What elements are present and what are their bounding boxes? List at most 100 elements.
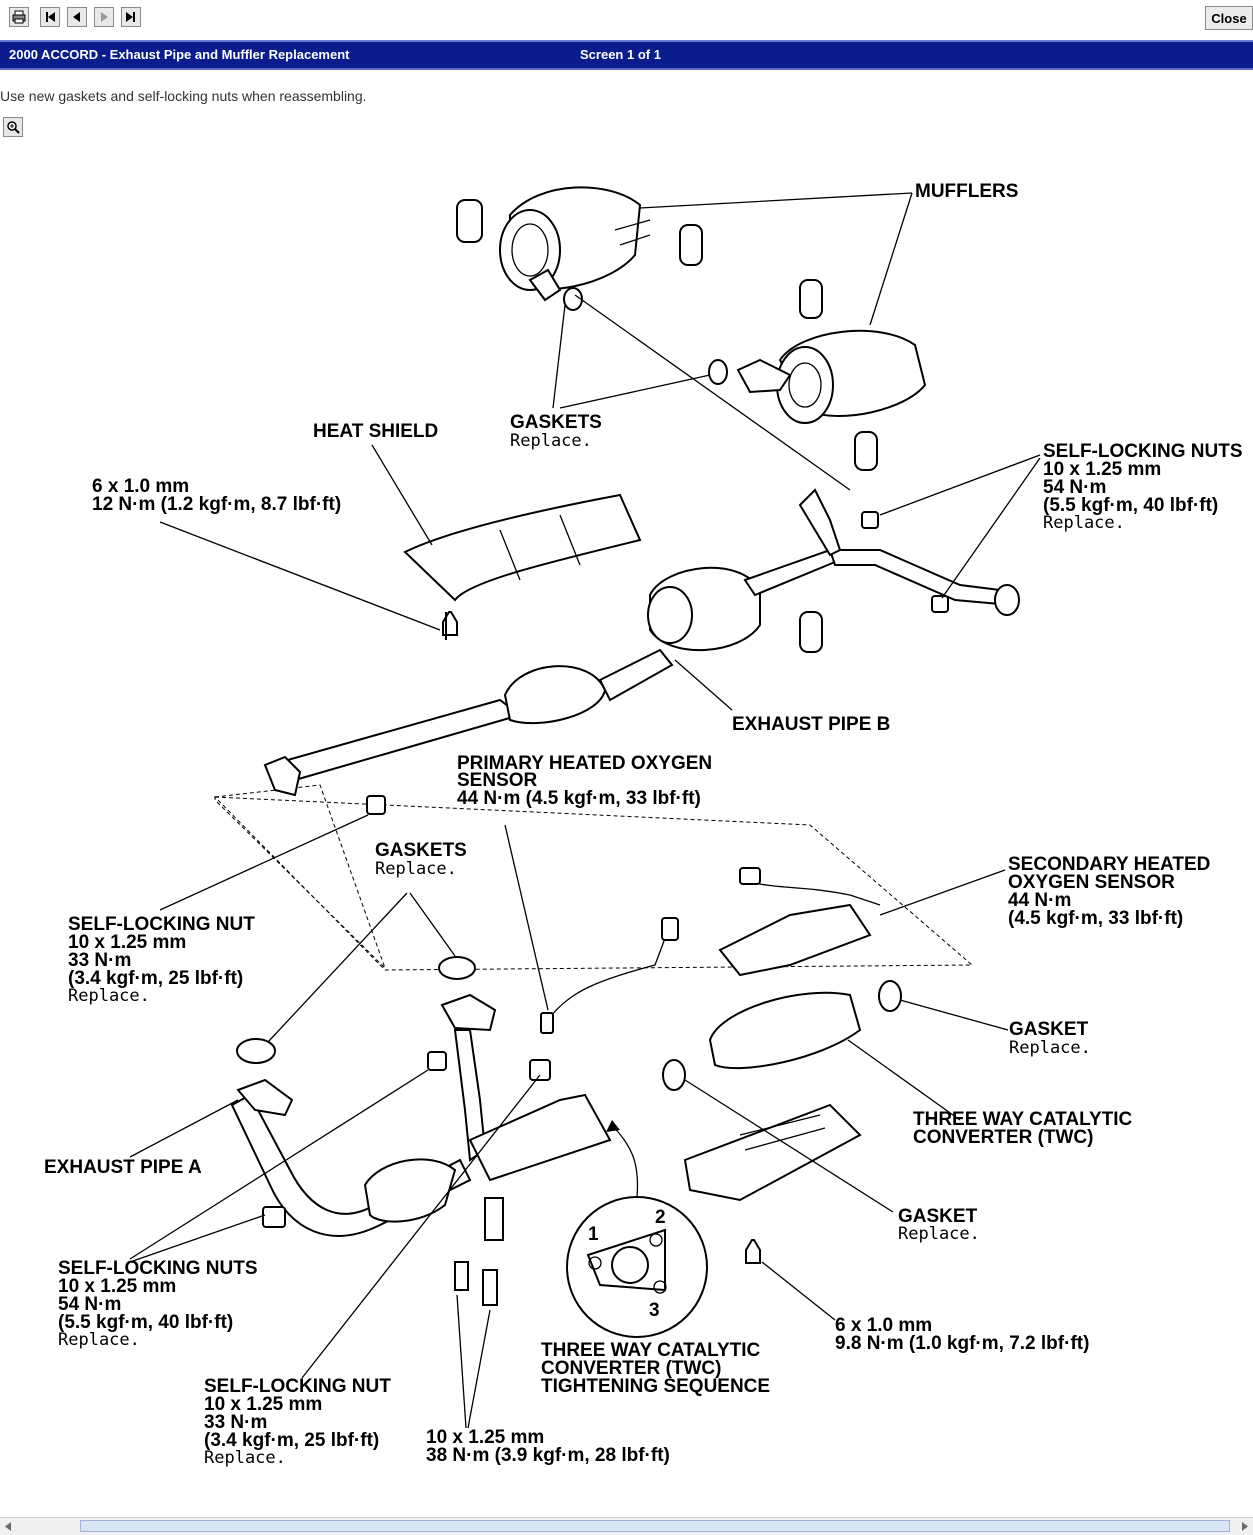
- leader-lines: [129, 192, 1041, 1429]
- sequence-number-3: 3: [649, 1300, 660, 1321]
- label-secondary-sensor-torque1: 44 N·m: [1008, 890, 1071, 911]
- print-button[interactable]: [9, 7, 29, 27]
- label-nuts-top: SELF-LOCKING NUTS: [1043, 441, 1243, 462]
- title-bar: 2000 ACCORD - Exhaust Pipe and Muffler R…: [0, 40, 1253, 70]
- hanger-rubbers-top: [456, 199, 878, 653]
- label-gasket-lower: GASKET: [898, 1206, 978, 1227]
- label-nuts-top-torque1: 54 N·m: [1043, 477, 1106, 498]
- next-page-button[interactable]: [94, 7, 114, 27]
- label-secondary-sensor-torque2: (4.5 kgf·m, 33 lbf·ft): [1008, 908, 1183, 929]
- note-nuts-top: Replace.: [1043, 513, 1125, 533]
- label-sequence-2: CONVERTER (TWC): [541, 1358, 721, 1379]
- note-gaskets-mid: Replace.: [375, 859, 457, 879]
- label-bolt-6x1-torque: 12 N·m (1.2 kgf·m, 8.7 lbf·ft): [92, 494, 341, 515]
- bolt-twc: [745, 1239, 761, 1264]
- scrollbar-thumb[interactable]: [80, 1520, 1230, 1532]
- first-page-button[interactable]: [40, 7, 60, 27]
- scroll-left-icon[interactable]: [1, 1519, 16, 1534]
- assembly-outline-lower: [213, 796, 974, 971]
- label-exhaust-pipe-a: EXHAUST PIPE A: [44, 1157, 202, 1178]
- close-button[interactable]: Close: [1205, 6, 1253, 30]
- label-primary-sensor-2: SENSOR: [457, 770, 538, 791]
- label-nut-left: SELF-LOCKING NUT: [68, 914, 255, 935]
- screen-indicator: Screen 1 of 1: [580, 47, 661, 62]
- label-nut-bottom: SELF-LOCKING NUT: [204, 1376, 391, 1397]
- note-nuts-bottom: Replace.: [58, 1330, 140, 1350]
- primary-sensor-wire: [547, 924, 671, 1021]
- gasket-top-1: [563, 287, 583, 311]
- label-gasket-right: GASKET: [1009, 1019, 1089, 1040]
- bolts-bottom: [454, 1197, 504, 1306]
- nut-mid-2: [427, 1051, 447, 1071]
- skip-last-icon: [126, 12, 135, 22]
- label-nut-left-size: 10 x 1.25 mm: [68, 932, 186, 953]
- gasket-right-part: [878, 980, 902, 1012]
- magnifier-icon: [7, 121, 20, 134]
- label-primary-sensor-1: PRIMARY HEATED OXYGEN: [457, 753, 712, 774]
- label-nut-bottom-torque1: 33 N·m: [204, 1412, 267, 1433]
- label-nuts-bottom-torque2: (5.5 kgf·m, 40 lbf·ft): [58, 1312, 233, 1333]
- note-nut-left: Replace.: [68, 986, 150, 1006]
- label-nut-bottom-size: 10 x 1.25 mm: [204, 1394, 322, 1415]
- label-sequence-1: THREE WAY CATALYTIC: [541, 1340, 761, 1361]
- label-nuts-bottom-torque1: 54 N·m: [58, 1294, 121, 1315]
- label-sequence-3: TIGHTENING SEQUENCE: [541, 1376, 770, 1397]
- previous-page-button[interactable]: [67, 7, 87, 27]
- sequence-number-1: 1: [588, 1224, 599, 1245]
- label-heat-shield: HEAT SHIELD: [313, 421, 438, 442]
- label-nut-bottom-torque2: (3.4 kgf·m, 25 lbf·ft): [204, 1430, 379, 1451]
- label-nuts-bottom-size: 10 x 1.25 mm: [58, 1276, 176, 1297]
- nut-mid-1: [366, 795, 386, 815]
- heat-shield-part: [403, 493, 642, 602]
- note-nut-bottom: Replace.: [204, 1448, 286, 1468]
- last-page-button[interactable]: [121, 7, 141, 27]
- label-nuts-top-size: 10 x 1.25 mm: [1043, 459, 1161, 480]
- arrow-left-icon: [73, 12, 80, 22]
- label-primary-sensor-torque: 44 N·m (4.5 kgf·m, 33 lbf·ft): [457, 788, 701, 809]
- nut-bottom-part: [262, 1206, 286, 1228]
- assembly-outline-upper: [214, 784, 386, 969]
- label-gaskets-mid: GASKETS: [375, 840, 467, 861]
- toolbar: Close: [0, 0, 1253, 40]
- gasket-mid-2: [438, 956, 476, 980]
- label-twc-2: CONVERTER (TWC): [913, 1127, 1093, 1148]
- label-nuts-bottom: SELF-LOCKING NUTS: [58, 1258, 258, 1279]
- instruction-text: Use new gaskets and self-locking nuts wh…: [0, 88, 367, 104]
- label-nut-left-torque2: (3.4 kgf·m, 25 lbf·ft): [68, 968, 243, 989]
- note-gasket-lower: Replace.: [898, 1224, 980, 1244]
- nut-top-2: [931, 595, 949, 613]
- note-gasket-right: Replace.: [1009, 1038, 1091, 1058]
- note-gaskets-top: Replace.: [510, 431, 592, 451]
- gasket-top-2: [708, 359, 728, 385]
- label-exhaust-pipe-b: EXHAUST PIPE B: [732, 714, 890, 735]
- label-bolt-6x1-size: 6 x 1.0 mm: [92, 476, 189, 497]
- gasket-lower-part: [662, 1059, 686, 1091]
- bolt-heat-shield: [442, 611, 458, 640]
- label-bolt-6x1b-size: 6 x 1.0 mm: [835, 1315, 932, 1336]
- arrow-right-icon: [101, 12, 108, 22]
- exhaust-diagram: MUFFLERS GASKETS Replace. HEAT SHIELD 6 …: [44, 181, 1243, 1468]
- catalytic-converter-part: [683, 903, 872, 1202]
- nut-top-1: [861, 511, 879, 529]
- exhaust-pipe-b-part: [263, 488, 1020, 797]
- label-secondary-sensor-2: OXYGEN SENSOR: [1008, 872, 1175, 893]
- label-mufflers: MUFFLERS: [915, 181, 1018, 202]
- upper-muffler: [499, 186, 651, 302]
- horizontal-scrollbar[interactable]: [0, 1517, 1253, 1535]
- gasket-mid-1: [236, 1038, 276, 1064]
- label-bolt-6x1b-torque: 9.8 N·m (1.0 kgf·m, 7.2 lbf·ft): [835, 1333, 1089, 1354]
- label-nut-left-torque1: 33 N·m: [68, 950, 131, 971]
- scroll-right-icon[interactable]: [1237, 1519, 1252, 1534]
- zoom-button[interactable]: [3, 117, 23, 137]
- nut-mid-3: [529, 1059, 551, 1081]
- secondary-sensor-wire: [739, 879, 881, 906]
- page-title: 2000 ACCORD - Exhaust Pipe and Muffler R…: [9, 47, 350, 62]
- label-twc-1: THREE WAY CATALYTIC: [913, 1109, 1133, 1130]
- label-secondary-sensor-1: SECONDARY HEATED: [1008, 854, 1210, 875]
- label-gaskets-top: GASKETS: [510, 412, 602, 433]
- lower-muffler: [736, 329, 927, 424]
- label-bolt-10-torque: 38 N·m (3.9 kgf·m, 28 lbf·ft): [426, 1445, 670, 1466]
- label-bolt-10-size: 10 x 1.25 mm: [426, 1427, 544, 1448]
- printer-icon: [12, 10, 26, 24]
- label-nuts-top-torque2: (5.5 kgf·m, 40 lbf·ft): [1043, 495, 1218, 516]
